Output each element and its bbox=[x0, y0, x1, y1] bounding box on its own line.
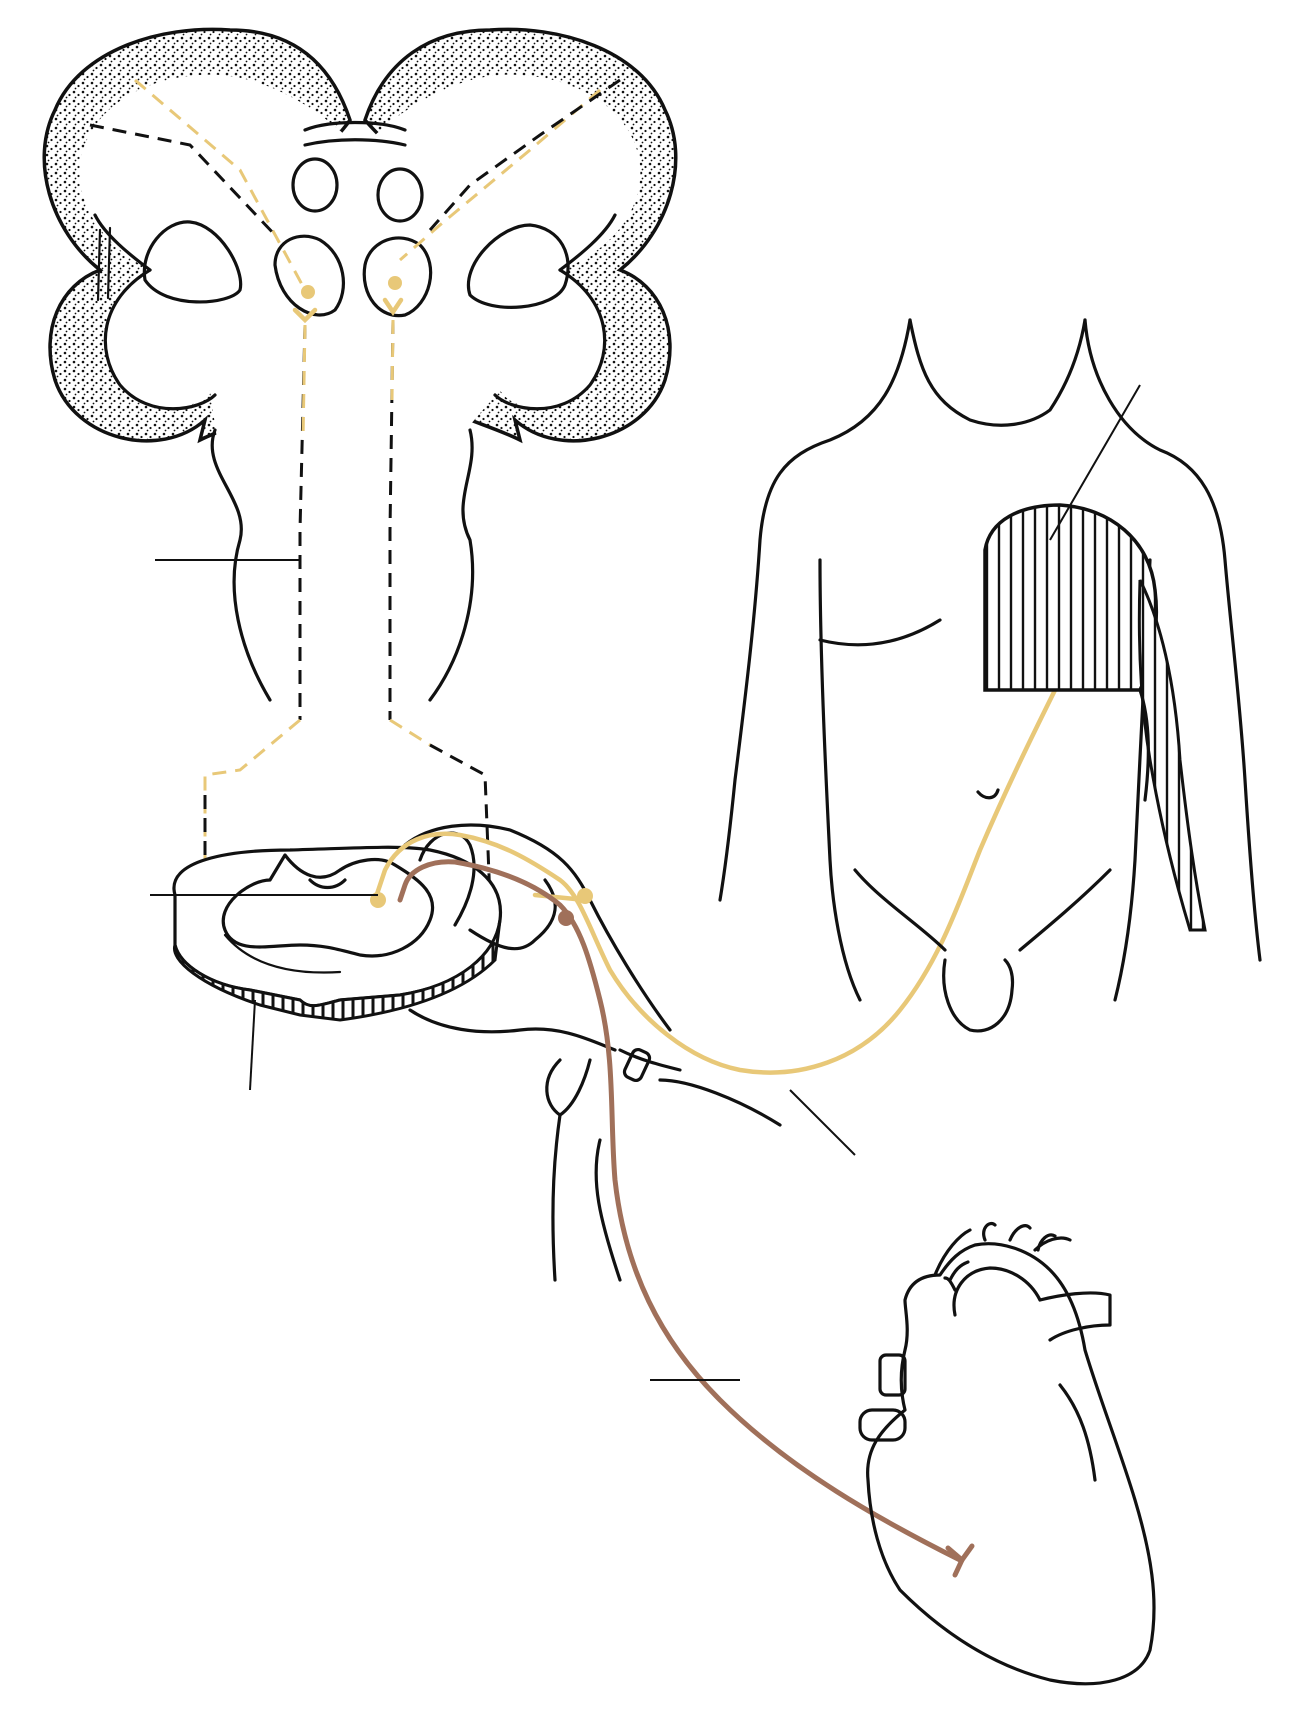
aortic-arch bbox=[952, 1266, 1042, 1317]
navel bbox=[976, 788, 1000, 800]
left-spinothalamic-tract bbox=[298, 324, 307, 720]
peripheral-afferent-pathways bbox=[370, 585, 1097, 1578]
right-lateral-ventricle bbox=[466, 223, 570, 309]
referred-pain-zone-chest bbox=[983, 503, 1159, 692]
left-lateral-ventricle bbox=[142, 220, 243, 304]
leader-lines bbox=[150, 384, 1141, 1381]
grey-matter bbox=[221, 853, 435, 958]
ventral-root bbox=[408, 1008, 617, 1052]
third-ventricle-right bbox=[376, 167, 424, 223]
sympathetic-ganglion bbox=[622, 1047, 652, 1083]
genital-region bbox=[942, 958, 1015, 1033]
left-thalamus bbox=[273, 234, 345, 317]
leader-referred-pain-area bbox=[1049, 384, 1141, 541]
dorsal-root bbox=[403, 823, 672, 1032]
sympathetic-chain bbox=[545, 1058, 592, 1117]
left-thalamic-synapse bbox=[301, 285, 315, 299]
torso-outline bbox=[908, 318, 1087, 427]
right-thalamus bbox=[362, 236, 433, 318]
somatic-afferent-fiber bbox=[372, 597, 1085, 1075]
human-torso-outline bbox=[718, 318, 1262, 1033]
left-cortical-projection-black bbox=[89, 123, 277, 237]
dorsal-root-ganglion-visceral bbox=[558, 910, 574, 926]
heart bbox=[858, 1221, 1156, 1686]
brainstem bbox=[210, 428, 272, 702]
dorsal-root-ganglion-somatic bbox=[577, 888, 593, 904]
white-matter bbox=[79, 74, 641, 701]
leader-spinal-nerve bbox=[789, 1089, 856, 1156]
right-cortical-projection-yellow bbox=[399, 88, 601, 262]
visceral-afferent-fiber bbox=[397, 859, 963, 1563]
heart-outline bbox=[866, 1242, 1156, 1686]
superior-vena-cava bbox=[878, 1353, 907, 1397]
left-cortical-projection-yellow bbox=[134, 78, 307, 291]
third-ventricle-left bbox=[291, 157, 339, 213]
spinal-cord-section bbox=[172, 823, 782, 1282]
right-cortical-projection-black bbox=[428, 78, 621, 231]
brain-coronal-section bbox=[42, 27, 678, 702]
central-ascending-pathways bbox=[89, 78, 621, 937]
right-thalamic-synapse bbox=[388, 276, 402, 290]
great-vessels bbox=[948, 1260, 970, 1282]
leader-ventral-horn bbox=[249, 999, 256, 1091]
